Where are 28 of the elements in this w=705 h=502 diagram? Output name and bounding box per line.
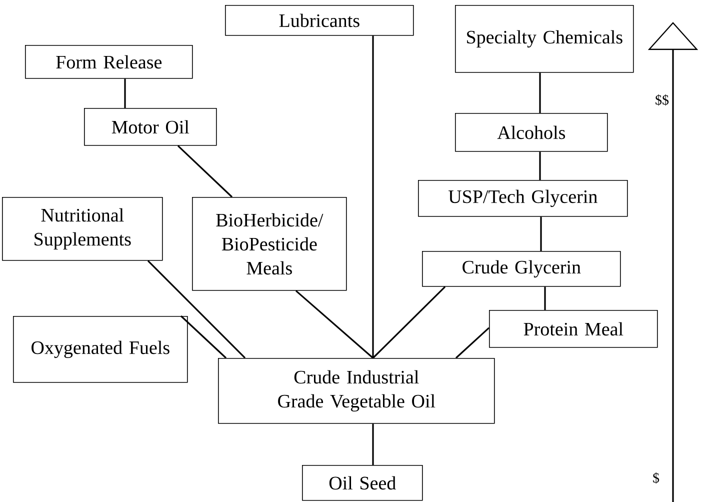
connector-line bbox=[295, 290, 374, 359]
value-label: $ bbox=[653, 472, 660, 484]
product-box: Nutritional Supplements bbox=[2, 197, 163, 261]
product-box: Protein Meal bbox=[489, 310, 658, 348]
product-box: Motor Oil bbox=[84, 108, 217, 146]
value-label: $$ bbox=[656, 94, 669, 106]
connector-line bbox=[539, 72, 541, 113]
product-box: Oxygenated Fuels bbox=[13, 316, 188, 383]
product-box: Lubricants bbox=[225, 5, 414, 36]
connector-line bbox=[124, 78, 126, 108]
connector-line bbox=[372, 36, 374, 358]
connector-line bbox=[540, 216, 542, 251]
product-box: Crude Industrial Grade Vegetable Oil bbox=[218, 358, 495, 424]
connector-line bbox=[372, 286, 446, 359]
connector-line bbox=[539, 152, 541, 180]
product-box: USP/Tech Glycerin bbox=[418, 180, 628, 217]
connector-line bbox=[177, 145, 233, 198]
connector-line bbox=[180, 315, 227, 359]
product-box: Alcohols bbox=[455, 113, 608, 152]
connector-line bbox=[372, 424, 374, 465]
product-box: Oil Seed bbox=[302, 465, 423, 501]
connector-line bbox=[455, 327, 490, 359]
product-box: Specialty Chemicals bbox=[455, 5, 634, 73]
product-box: Form Release bbox=[25, 45, 193, 79]
connector-line bbox=[544, 286, 546, 310]
product-box: BioHerbicide/ BioPesticide Meals bbox=[192, 197, 347, 291]
product-box: Crude Glycerin bbox=[422, 251, 621, 287]
connector-line bbox=[147, 260, 246, 359]
